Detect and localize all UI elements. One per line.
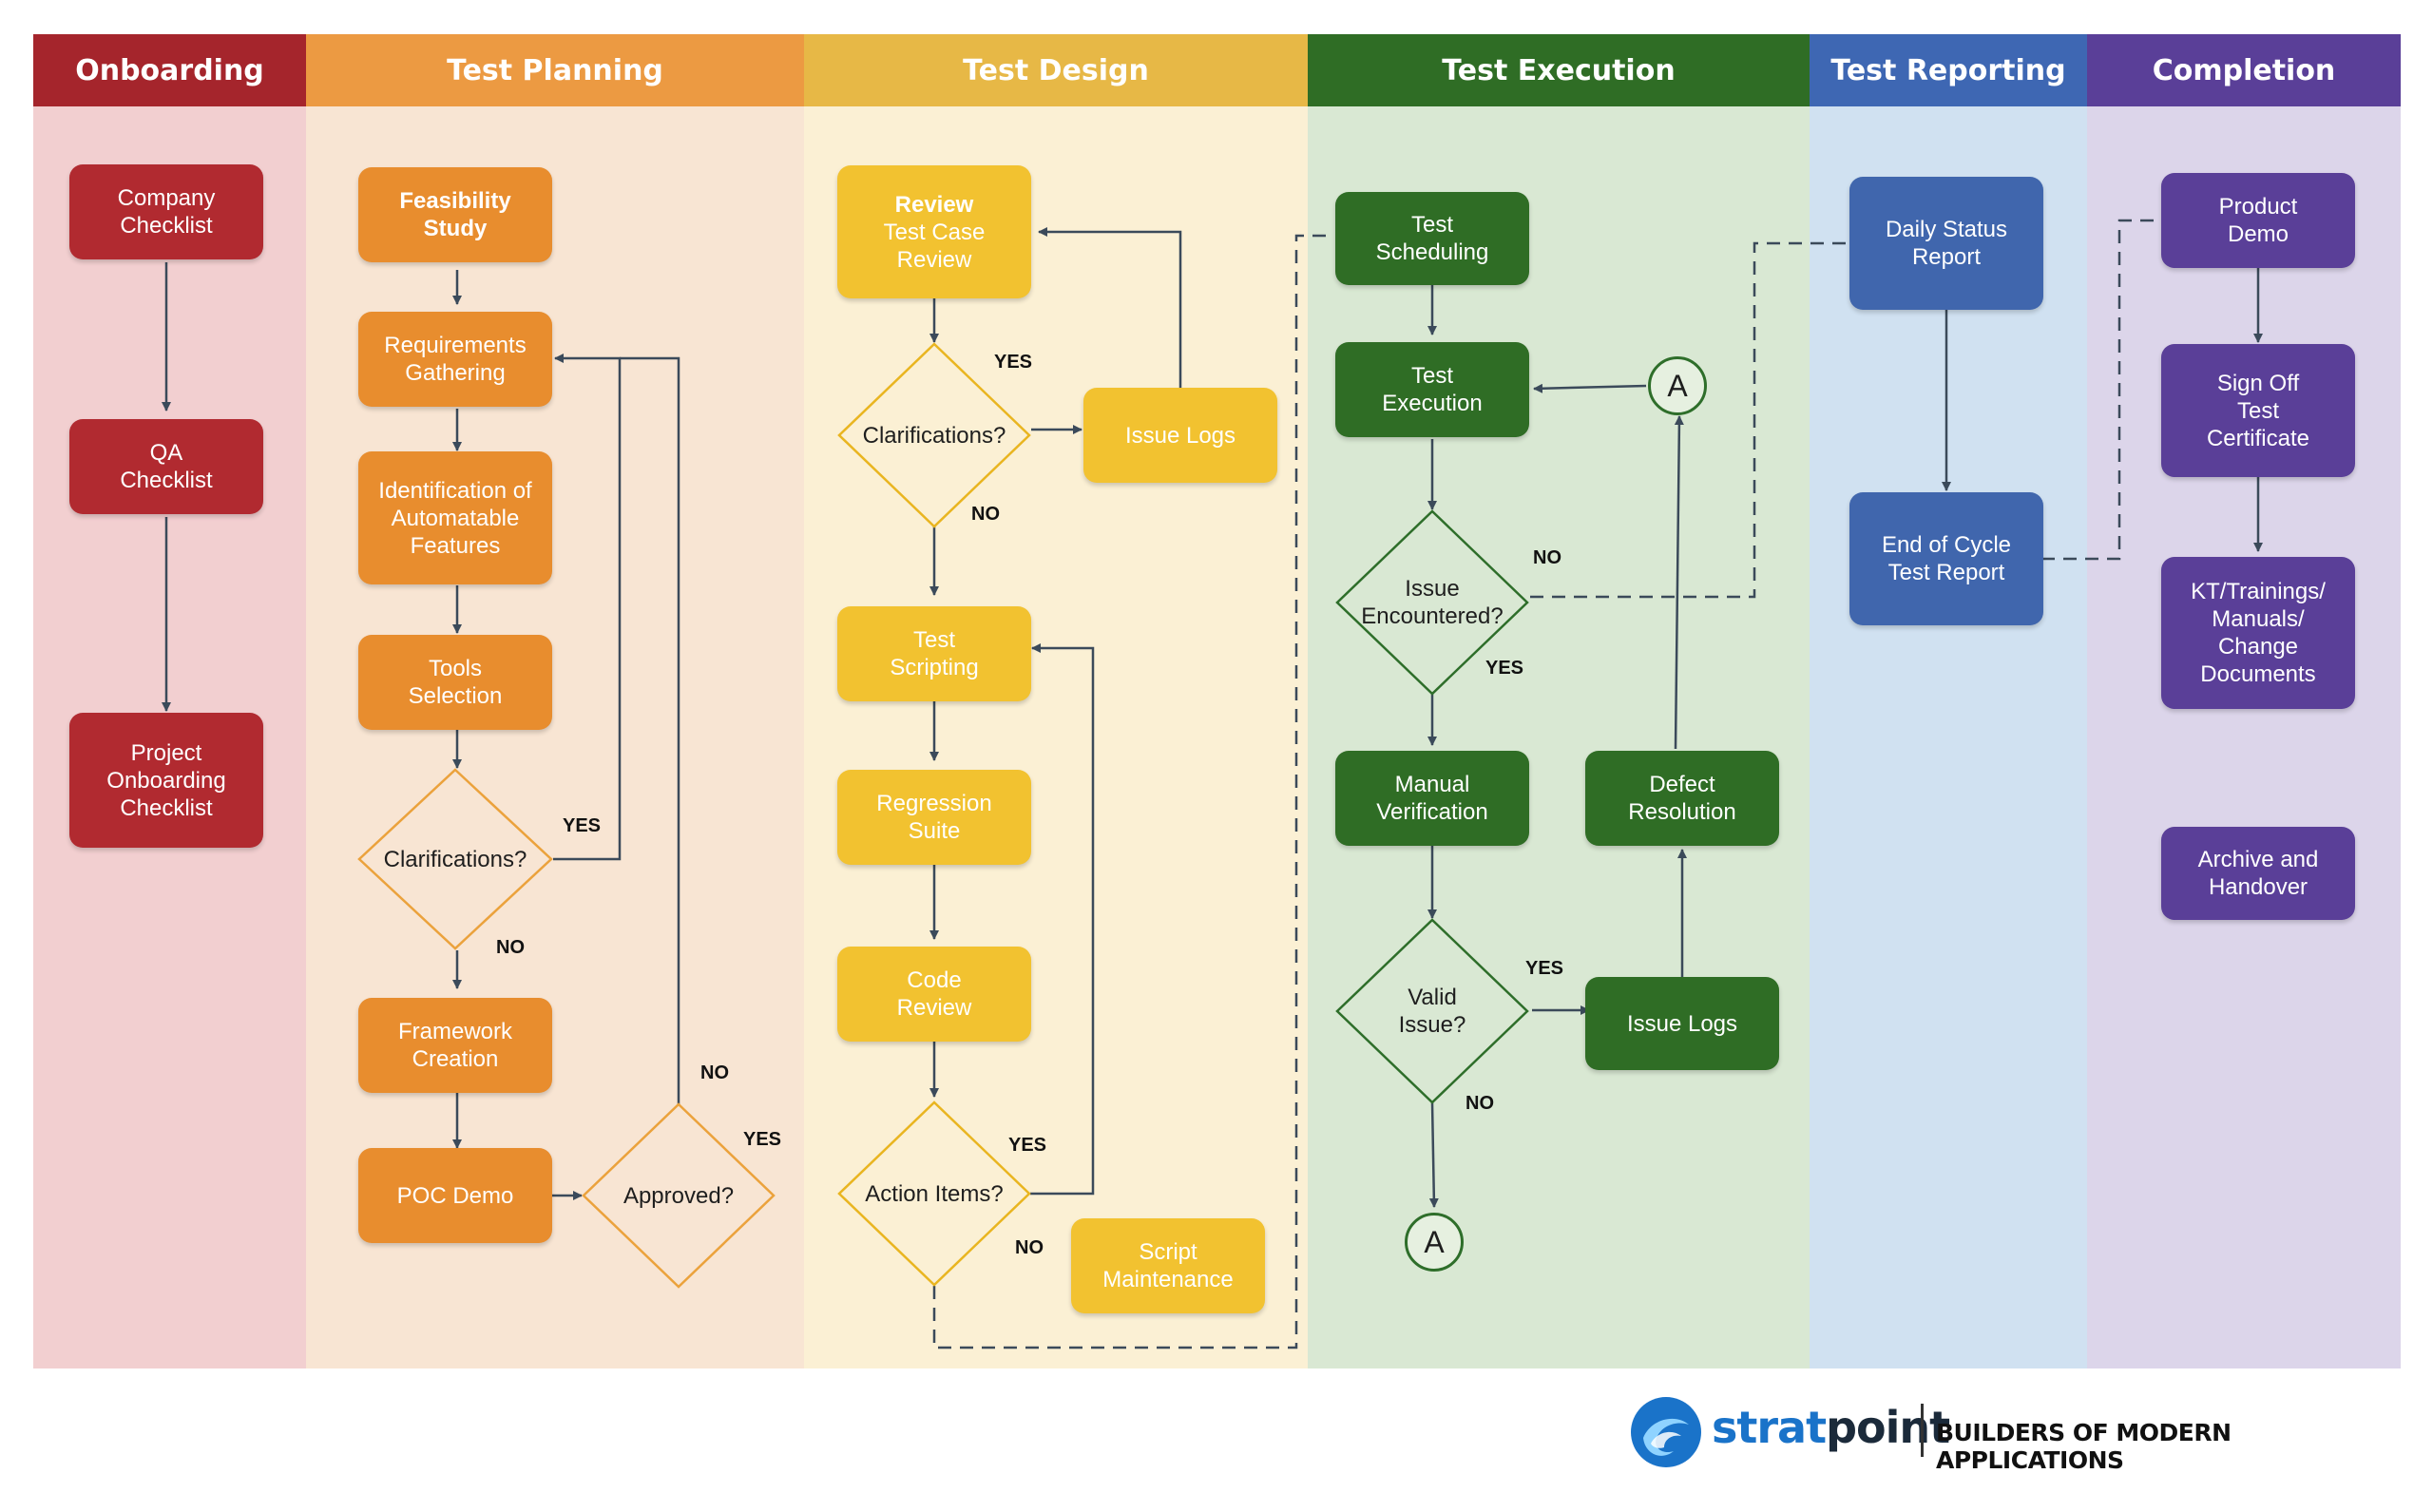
script-maintenance-box: Script Maintenance xyxy=(1071,1218,1265,1313)
action-items-no-label: NO xyxy=(1015,1237,1044,1258)
product-demo-box: Product Demo xyxy=(2161,173,2355,268)
defect-resolution-box: Defect Resolution xyxy=(1585,751,1779,846)
review-subtitle: Test Case Review xyxy=(883,219,986,273)
test-execution-box: Test Execution xyxy=(1335,342,1529,437)
approved-yes-label: YES xyxy=(743,1129,782,1150)
approved-decision: Approved? xyxy=(582,1102,776,1289)
regression-suite-box: Regression Suite xyxy=(837,770,1031,865)
brand-tagline: BUILDERS OF MODERN APPLICATIONS xyxy=(1936,1419,2232,1474)
lane-header-test-reporting: Test Reporting xyxy=(1810,34,2087,106)
feasibility-study-box: Feasibility Study xyxy=(358,167,552,262)
kt-trainings-manuals-box: KT/Trainings/ Manuals/ Change Documents xyxy=(2161,557,2355,709)
test-scheduling-box: Test Scheduling xyxy=(1335,192,1529,285)
clarifications-yes-label-design: YES xyxy=(994,352,1033,373)
connector-a-top: A xyxy=(1648,356,1707,415)
issue-logs-box-execution: Issue Logs xyxy=(1585,977,1779,1070)
project-onboarding-checklist-box: Project Onboarding Checklist xyxy=(69,713,263,848)
action-items-yes-label: YES xyxy=(1008,1135,1047,1156)
valid-issue-no-label: NO xyxy=(1466,1093,1494,1114)
identification-of-automatable-features-box: Identification of Automatable Features xyxy=(358,451,552,584)
valid-issue-decision: Valid Issue? xyxy=(1335,918,1529,1104)
qa-checklist-box: QA Checklist xyxy=(69,419,263,514)
sign-off-test-certificate-box: Sign Off Test Certificate xyxy=(2161,344,2355,477)
end-of-cycle-test-report-box: End of Cycle Test Report xyxy=(1849,492,2043,625)
valid-issue-yes-label: YES xyxy=(1525,958,1564,979)
action-items-decision: Action Items? xyxy=(837,1101,1031,1287)
lane-header-test-planning: Test Planning xyxy=(306,34,804,106)
stratpoint-logo-icon xyxy=(1631,1397,1701,1467)
clarifications-no-label-design: NO xyxy=(971,504,1000,525)
manual-verification-box: Manual Verification xyxy=(1335,751,1529,846)
brand-divider xyxy=(1921,1404,1924,1457)
issue-logs-box-design: Issue Logs xyxy=(1083,388,1277,483)
clarifications-decision-planning: Clarifications? xyxy=(357,768,553,950)
brand-name: stratpoint xyxy=(1712,1402,1950,1453)
tools-selection-box: Tools Selection xyxy=(358,635,552,730)
clarifications-no-label-planning: NO xyxy=(496,937,525,958)
lane-header-onboarding: Onboarding xyxy=(33,34,306,106)
lane-header-completion: Completion xyxy=(2087,34,2401,106)
framework-creation-box: Framework Creation xyxy=(358,998,552,1093)
lane-header-test-execution: Test Execution xyxy=(1308,34,1810,106)
clarifications-yes-label-planning: YES xyxy=(563,815,602,836)
requirements-gathering-box: Requirements Gathering xyxy=(358,312,552,407)
issue-encountered-decision: Issue Encountered? xyxy=(1335,509,1529,696)
footer-branding: stratpoint BUILDERS OF MODERN APPLICATIO… xyxy=(1630,1392,2390,1474)
lane-header-test-design: Test Design xyxy=(804,34,1308,106)
code-review-box: Code Review xyxy=(837,947,1031,1042)
issue-encountered-yes-label: YES xyxy=(1485,658,1524,679)
daily-status-report-box: Daily Status Report xyxy=(1849,177,2043,310)
poc-demo-box: POC Demo xyxy=(358,1148,552,1243)
archive-and-handover-box: Archive and Handover xyxy=(2161,827,2355,920)
clarifications-decision-design: Clarifications? xyxy=(837,342,1031,528)
connector-a-bottom: A xyxy=(1405,1213,1464,1272)
approved-no-label: NO xyxy=(700,1062,729,1083)
company-checklist-box: Company Checklist xyxy=(69,164,263,259)
test-scripting-box: Test Scripting xyxy=(837,606,1031,701)
review-title: Review xyxy=(894,191,974,218)
issue-encountered-no-label: NO xyxy=(1533,547,1561,568)
